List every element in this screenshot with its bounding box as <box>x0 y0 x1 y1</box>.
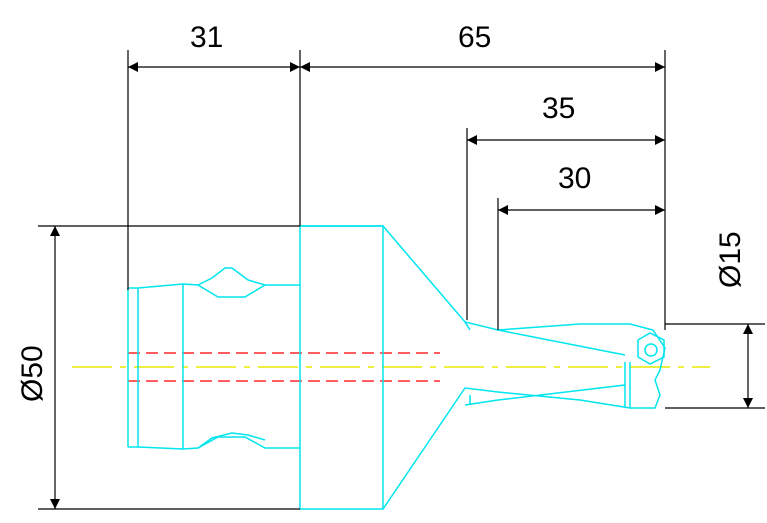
dim-label-35: 35 <box>542 92 575 125</box>
hidden-bore-lines <box>128 352 440 382</box>
dim-label-30: 30 <box>558 162 591 195</box>
dimension-lines <box>38 50 765 510</box>
dim-label-65: 65 <box>458 21 491 54</box>
insert-hexagon <box>637 332 665 365</box>
dim-label-31: 31 <box>190 21 223 54</box>
cone-outline <box>382 225 666 510</box>
dim-label-d50: Ø50 <box>16 345 49 402</box>
insert-screw <box>644 343 658 357</box>
shank-outline <box>128 283 300 298</box>
part-outline <box>127 225 666 510</box>
dim-label-d15: Ø15 <box>714 231 747 288</box>
